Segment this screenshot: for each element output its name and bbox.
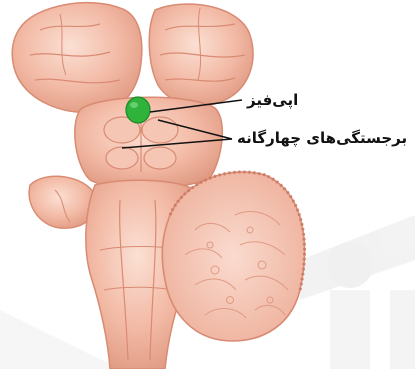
colliculi-label: برجستگی‌های چهارگانه — [237, 129, 407, 147]
cerebral-hemisphere-left — [12, 3, 142, 113]
epiphysis — [126, 97, 150, 123]
epiphysis-label: اپی‌فیز — [247, 91, 298, 109]
cerebral-hemisphere-right — [149, 4, 253, 106]
lateral-lobes — [29, 176, 96, 228]
cerebellum-section — [162, 172, 304, 341]
